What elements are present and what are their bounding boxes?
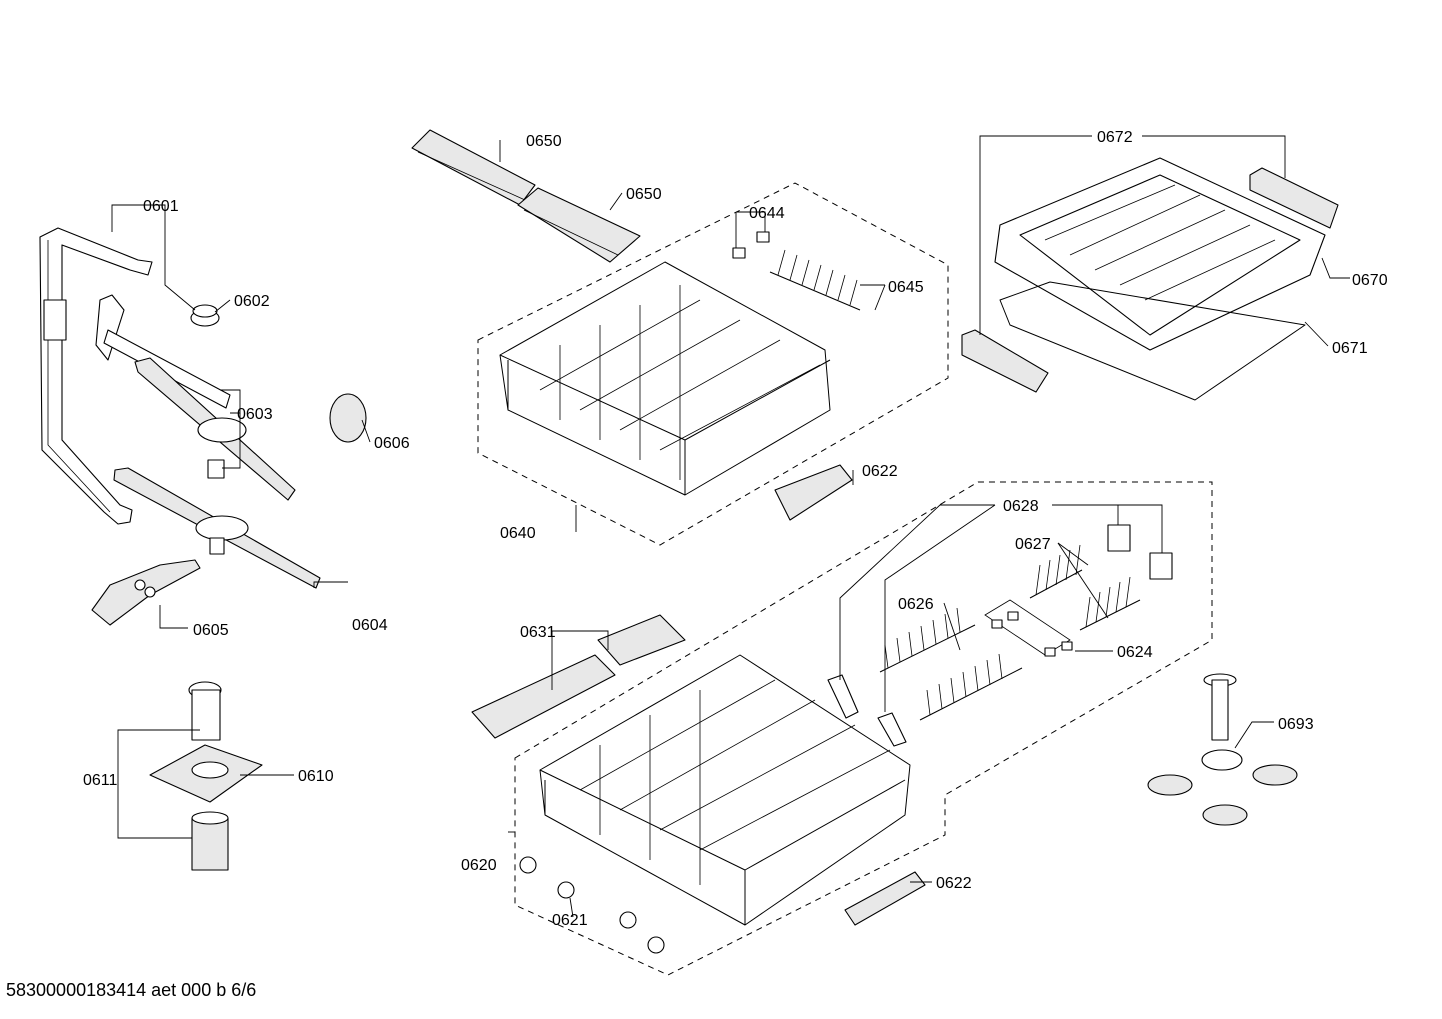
label-0601: 0601 bbox=[143, 198, 179, 215]
label-0621: 0621 bbox=[552, 912, 588, 929]
small-tine-racks bbox=[1029, 544, 1141, 631]
lower-spray-arm bbox=[113, 467, 321, 589]
label-0628: 0628 bbox=[1003, 498, 1039, 515]
spray-arm-hub bbox=[190, 304, 220, 327]
label-0672: 0672 bbox=[1097, 129, 1133, 146]
spray-nozzle-disc bbox=[329, 393, 367, 443]
label-0622-upper: 0622 bbox=[862, 463, 898, 480]
cutlery-tray bbox=[994, 157, 1326, 351]
label-0670: 0670 bbox=[1352, 272, 1388, 289]
water-feed-pipe bbox=[39, 227, 153, 525]
label-0620: 0620 bbox=[461, 857, 497, 874]
tray-rail-bracket-right bbox=[1249, 167, 1339, 229]
upper-spray-arm bbox=[95, 294, 296, 501]
upper-cutlery-insert-2 bbox=[517, 187, 641, 263]
label-0604: 0604 bbox=[352, 617, 388, 634]
label-0624: 0624 bbox=[1117, 644, 1153, 661]
label-0602: 0602 bbox=[234, 293, 270, 310]
basket-clips bbox=[732, 231, 770, 259]
label-0603: 0603 bbox=[237, 406, 273, 423]
lower-cutlery-insert-1 bbox=[471, 654, 616, 739]
label-0627: 0627 bbox=[1015, 536, 1051, 553]
upper-basket bbox=[499, 261, 831, 496]
label-0650-b: 0650 bbox=[626, 186, 662, 203]
upper-cutlery-insert-1 bbox=[411, 129, 536, 206]
lower-basket-handle bbox=[844, 871, 926, 926]
label-0605: 0605 bbox=[193, 622, 229, 639]
basket-wheels bbox=[519, 856, 665, 954]
folding-tine-rows bbox=[879, 607, 1023, 721]
label-0693: 0693 bbox=[1278, 716, 1314, 733]
lower-basket-group-outline bbox=[514, 481, 1213, 976]
lower-cutlery-insert-2 bbox=[597, 614, 686, 666]
label-0631: 0631 bbox=[520, 624, 556, 641]
upper-basket-handle bbox=[774, 464, 853, 521]
leader-lines bbox=[111, 135, 1350, 918]
filter-assembly bbox=[149, 681, 263, 871]
label-0622-lower: 0622 bbox=[936, 875, 972, 892]
cutlery-tray-rail-frame bbox=[999, 281, 1306, 401]
bottle-washer-spinner bbox=[1147, 673, 1298, 826]
tray-rail-bracket-left bbox=[961, 329, 1049, 393]
label-0611: 0611 bbox=[83, 772, 118, 789]
tine-rack-clips bbox=[984, 599, 1073, 657]
label-0610: 0610 bbox=[298, 768, 334, 785]
label-0645: 0645 bbox=[888, 279, 924, 296]
upper-basket-group-outline bbox=[477, 182, 949, 546]
label-0671: 0671 bbox=[1332, 340, 1368, 357]
label-0650-a: 0650 bbox=[526, 133, 562, 150]
tine-rack-hinges bbox=[827, 524, 1173, 747]
lower-basket bbox=[539, 654, 911, 926]
filter-cover bbox=[91, 559, 201, 626]
label-0606: 0606 bbox=[374, 435, 410, 452]
label-0644: 0644 bbox=[749, 205, 785, 222]
label-0626: 0626 bbox=[898, 596, 934, 613]
label-0640: 0640 bbox=[500, 525, 536, 542]
upper-tine-rack bbox=[769, 249, 861, 311]
document-id: 58300000183414 aet 000 b 6/6 bbox=[6, 980, 257, 1000]
